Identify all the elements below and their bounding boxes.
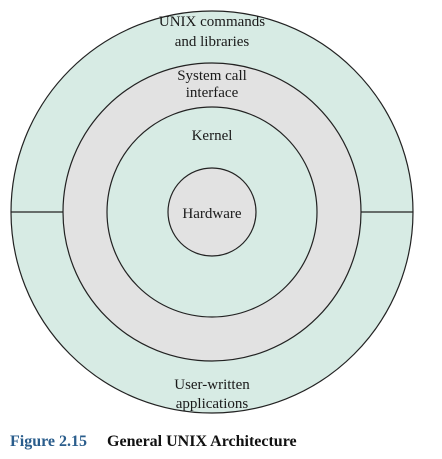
unix-architecture-diagram: UNIX commands and libraries System call …	[10, 10, 414, 414]
label-interface: interface	[186, 85, 239, 101]
label-and-libraries: and libraries	[175, 34, 250, 50]
hardware-core	[167, 167, 257, 257]
label-unix-commands: UNIX commands	[159, 14, 265, 30]
label-kernel: Kernel	[192, 128, 233, 144]
label-hardware: Hardware	[182, 206, 241, 222]
figure-title: General UNIX Architecture	[107, 433, 297, 450]
label-system-call: System call	[177, 68, 247, 84]
figure-number: Figure 2.15	[10, 433, 88, 450]
figure-caption: Figure 2.15 General UNIX Architecture	[10, 432, 297, 452]
label-applications: applications	[176, 396, 249, 412]
label-user-written: User-written	[174, 377, 250, 393]
